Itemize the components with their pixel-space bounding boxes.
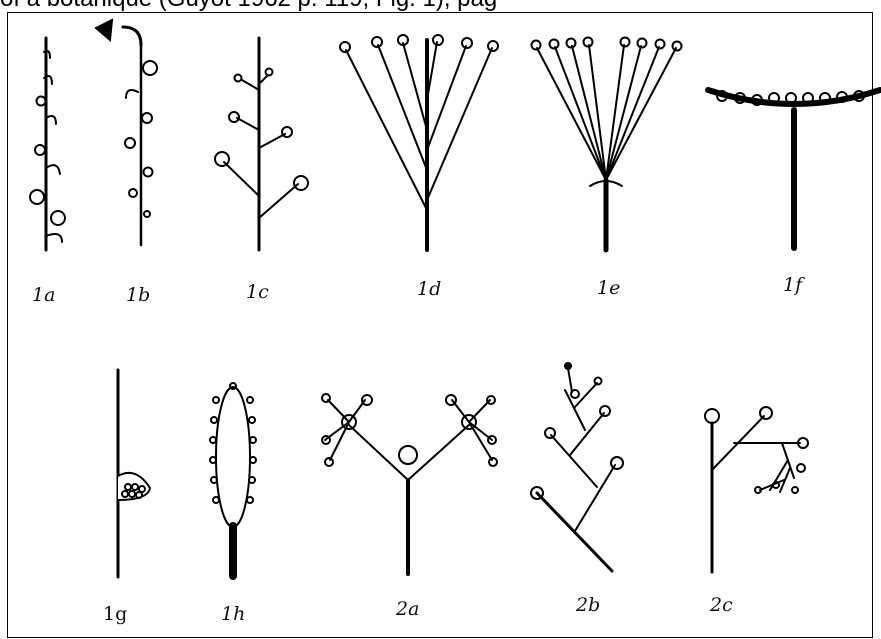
figure-1a [30,38,65,250]
label-1h: 1h [221,604,245,624]
figure-1b [96,20,157,245]
label-1f: 1f [783,275,802,295]
label-1d: 1d [417,279,441,299]
label-2c: 2c [710,595,733,615]
figure-2c [705,407,808,572]
figure-1e [532,38,682,251]
label-1a: 1a [32,285,55,305]
label-1g: 1g [103,604,127,624]
figure-1h [210,383,256,576]
figure-1c [215,38,308,250]
label-1c: 1c [246,282,269,302]
label-1b: 1b [126,285,150,305]
label-2b: 2b [576,595,600,615]
figure-1d [340,35,498,250]
figure-1g [118,370,150,577]
figure-2a [322,394,497,574]
label-1e: 1e [597,278,620,298]
label-2a: 2a [396,599,419,619]
figure-1f [708,90,880,248]
figure-2b [531,363,623,571]
